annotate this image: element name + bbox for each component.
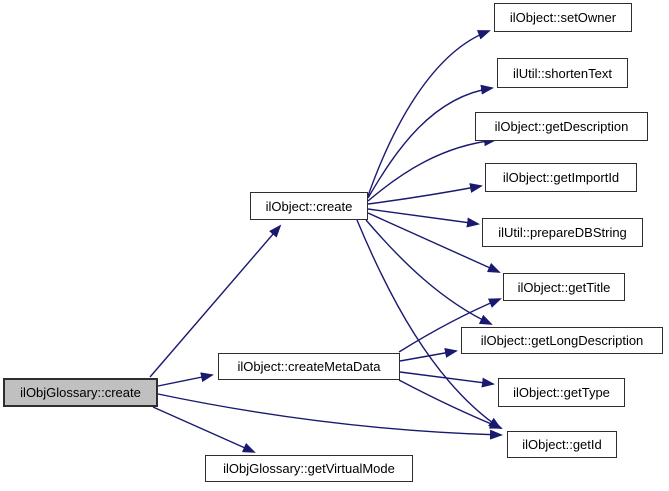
edge-ilObject-create-to-ilObject-getImportId xyxy=(367,183,483,205)
node-ilObjGlossary-getVirtualMode[interactable]: ilObjGlossary::getVirtualMode xyxy=(205,455,413,482)
edge-ilObject-create-to-ilObject-getId xyxy=(356,219,502,430)
edge-ilObject-createMetaData-to-ilObject-getLongDescription xyxy=(399,348,458,362)
node-ilObject-getType[interactable]: ilObject::getType xyxy=(498,378,625,407)
node-ilUtil-shortenText[interactable]: ilUtil::shortenText xyxy=(497,58,628,88)
node-ilObject-getTitle[interactable]: ilObject::getTitle xyxy=(503,273,625,301)
edge-ilObject-create-to-ilObject-getDescription xyxy=(367,136,497,202)
edge-ilObjGlossary-create-to-ilObjGlossary-getVirtualMode xyxy=(152,406,256,453)
edge-ilObjGlossary-create-to-ilObject-getId xyxy=(157,393,503,440)
edge-ilObject-create-to-ilObject-setOwner xyxy=(367,30,491,197)
node-ilObject-getId[interactable]: ilObject::getId xyxy=(507,431,617,458)
node-ilObject-getDescription[interactable]: ilObject::getDescription xyxy=(475,112,648,141)
node-ilObject-create[interactable]: ilObject::create xyxy=(250,192,368,220)
edge-ilObject-createMetaData-to-ilObject-getId xyxy=(398,379,503,429)
node-ilObject-getImportId[interactable]: ilObject::getImportId xyxy=(485,163,637,192)
node-ilUtil-prepareDBString[interactable]: ilUtil::prepareDBString xyxy=(482,218,643,247)
edge-ilObject-create-to-ilUtil-prepareDBString xyxy=(367,208,480,228)
node-ilObject-setOwner[interactable]: ilObject::setOwner xyxy=(494,3,632,32)
edge-ilObject-create-to-ilObject-getTitle xyxy=(367,212,501,273)
edge-ilObject-create-to-ilObject-getLongDescription xyxy=(365,219,493,325)
edge-ilObjGlossary-create-to-ilObject-createMetaData xyxy=(157,372,214,387)
edge-ilObject-create-to-ilUtil-shortenText xyxy=(367,84,494,199)
node-ilObjGlossary-create: ilObjGlossary::create xyxy=(3,378,158,407)
edge-ilObjGlossary-create-to-ilObject-create xyxy=(149,224,282,378)
node-ilObject-getLongDescription[interactable]: ilObject::getLongDescription xyxy=(461,327,663,354)
edge-ilObject-createMetaData-to-ilObject-getType xyxy=(399,371,495,388)
node-ilObject-createMetaData[interactable]: ilObject::createMetaData xyxy=(218,353,400,380)
edge-ilObject-createMetaData-to-ilObject-getTitle xyxy=(398,298,502,353)
